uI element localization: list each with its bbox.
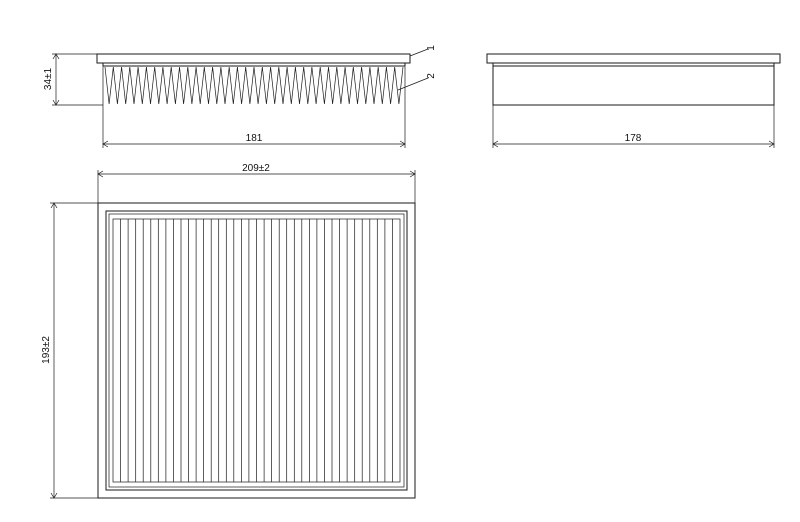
top-view-frame-outer: [97, 202, 416, 499]
end-width-label: 178: [625, 133, 642, 144]
top-view-pleat-lines: [120, 219, 393, 482]
end-view-body: [492, 65, 775, 106]
side-view-pleat-media: [104, 66, 404, 105]
callout-media-label: 2: [426, 73, 437, 79]
side-height-label: 34±1: [43, 67, 54, 90]
top-view: 209±2 193±2: [41, 163, 416, 499]
callout-media-leader: [397, 77, 429, 91]
side-view-flange: [96, 53, 411, 64]
callout-frame-leader: [409, 48, 429, 57]
top-view-frame-inner: [105, 210, 408, 491]
side-view: 34±1 181 1 2: [43, 45, 437, 148]
end-view-flange: [486, 53, 781, 64]
top-height-label: 193±2: [41, 336, 52, 364]
callout-frame-label: 1: [426, 45, 437, 51]
side-width-label: 181: [246, 133, 263, 144]
end-view: 178: [486, 53, 781, 148]
top-width-label: 209±2: [242, 163, 270, 174]
